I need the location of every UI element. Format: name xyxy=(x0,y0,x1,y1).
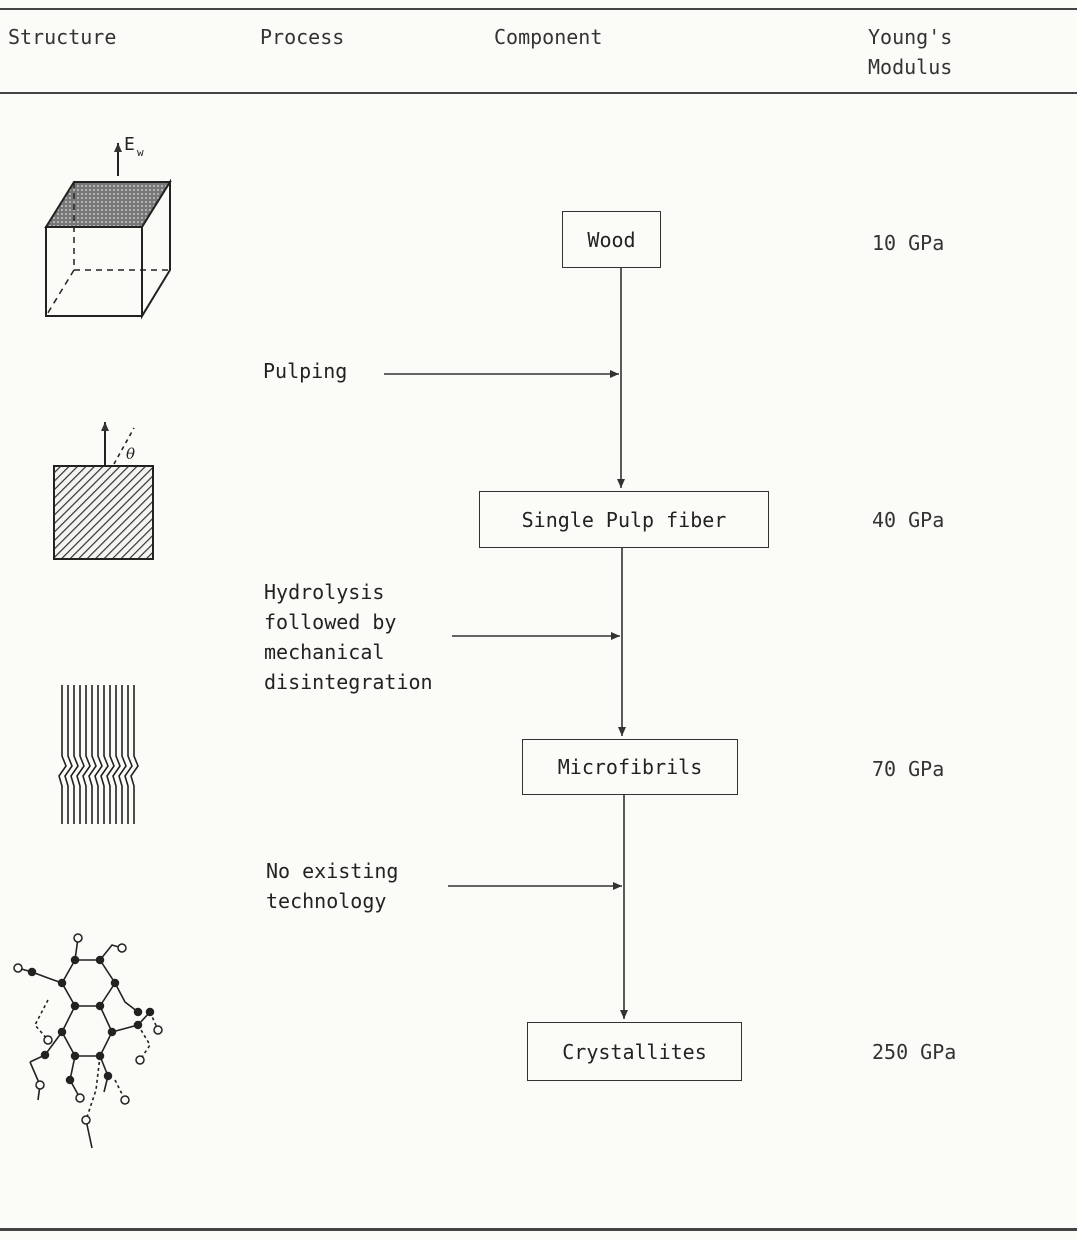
component-box-crystallites: Crystallites xyxy=(527,1022,742,1081)
bottom-rule xyxy=(0,1228,1077,1231)
header-process: Process xyxy=(260,25,345,49)
header-component: Component xyxy=(494,25,603,49)
top-rule xyxy=(0,8,1077,10)
wood-block-e-subscript: w xyxy=(137,146,144,159)
pulp-fiber-figure xyxy=(53,422,154,560)
modulus-microfibrils: 70 GPa xyxy=(872,757,945,781)
wood-block-e-label: E xyxy=(124,134,135,155)
header-rule xyxy=(0,92,1077,94)
modulus-crystallites: 250 GPa xyxy=(872,1040,957,1064)
header-youngs-modulus: Young's Modulus xyxy=(868,25,953,79)
component-box-wood: Wood xyxy=(562,211,661,268)
wood-block-figure xyxy=(44,143,172,320)
microfibril-figure xyxy=(58,685,139,824)
fiber-angle-label: θ xyxy=(126,445,135,463)
process-no-existing-technology: No existing technology xyxy=(266,859,399,913)
modulus-wood: 10 GPa xyxy=(872,231,945,255)
modulus-single-pulp-fiber: 40 GPa xyxy=(872,508,945,532)
crystallite-atoms xyxy=(13,933,163,1125)
component-box-microfibrils: Microfibrils xyxy=(522,739,738,795)
component-box-single-pulp-fiber: Single Pulp fiber xyxy=(479,491,769,548)
header-structure: Structure xyxy=(8,25,117,49)
process-pulping: Pulping xyxy=(263,359,348,383)
process-hydrolysis: Hydrolysis followed by mechanical disint… xyxy=(264,580,433,694)
